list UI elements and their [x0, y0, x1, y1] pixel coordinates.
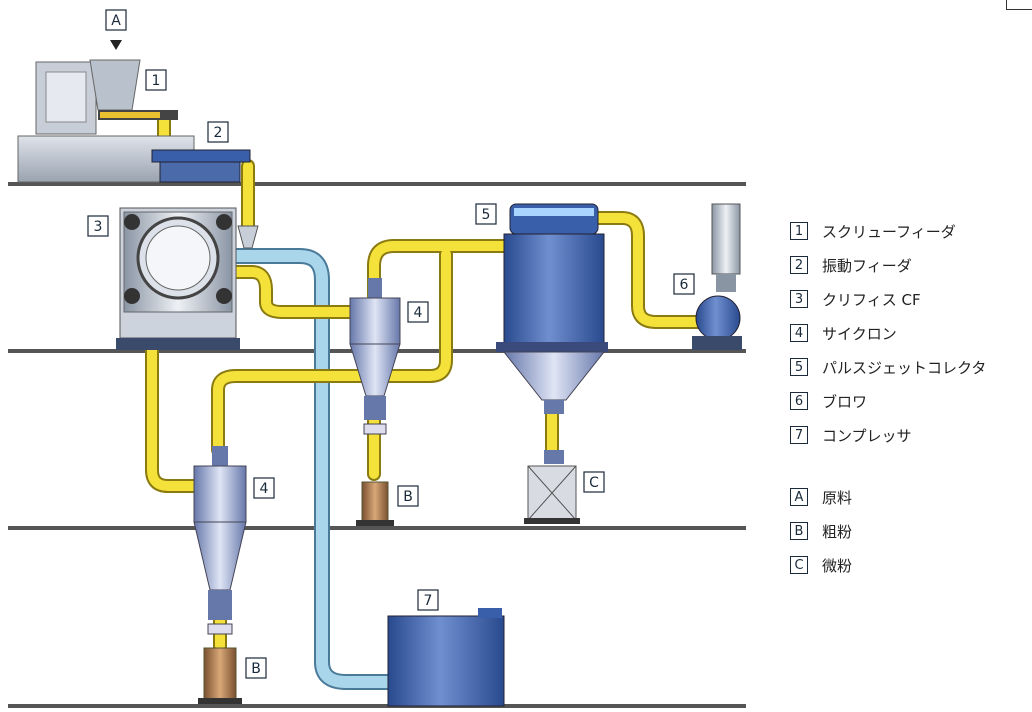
legend-label: クリフィス CF — [822, 290, 921, 309]
svg-text:4: 4 — [414, 305, 423, 321]
legend-label: パルスジェットコレクタ — [822, 358, 987, 377]
legend-key: 6 — [790, 392, 808, 410]
tag-material-in: A — [105, 9, 127, 31]
legend-label: 微粉 — [822, 556, 853, 575]
legend-key: 5 — [790, 358, 808, 376]
tag-blower: 6 — [673, 273, 695, 295]
svg-text:7: 7 — [424, 593, 433, 609]
legend-item: 4 サイクロン — [790, 316, 1032, 350]
tag-pulse-jet-collector: 5 — [475, 203, 497, 225]
orifice-cf — [116, 207, 259, 350]
tag-compressor: 7 — [417, 589, 439, 611]
svg-text:6: 6 — [680, 277, 689, 293]
legend-key: B — [790, 522, 808, 540]
legend-label: スクリューフィーダ — [822, 222, 956, 241]
legend-item: 5 パルスジェットコレクタ — [790, 350, 1032, 384]
svg-text:B: B — [251, 661, 261, 677]
legend-key: 7 — [790, 426, 808, 444]
legend-item: 6 ブロワ — [790, 384, 1032, 418]
legend-key: 2 — [790, 256, 808, 274]
corner-frame-mark — [1006, 0, 1032, 10]
legend-item: A 原料 — [790, 480, 1032, 514]
svg-text:A: A — [111, 13, 121, 29]
vibratory-feeder — [151, 149, 251, 183]
blower — [692, 203, 742, 350]
tag-coarse-upper: B — [397, 485, 419, 507]
legend-label: サイクロン — [822, 324, 897, 343]
legend-spacer — [790, 452, 1032, 480]
pulse-jet-collector — [496, 203, 608, 524]
svg-text:C: C — [589, 475, 599, 491]
legend-key: 3 — [790, 290, 808, 308]
svg-text:B: B — [403, 489, 413, 505]
cyclone-lower — [193, 446, 247, 704]
tag-cyclone-lower: 4 — [253, 477, 275, 499]
legend-item: 2 振動フィーダ — [790, 248, 1032, 282]
legend-item: C 微粉 — [790, 548, 1032, 582]
legend-label: ブロワ — [822, 392, 868, 411]
svg-text:5: 5 — [482, 207, 491, 223]
legend-key: 1 — [790, 222, 808, 240]
legend-label: 粗粉 — [822, 522, 853, 541]
tag-vibratory-feeder: 2 — [207, 121, 229, 143]
tag-cyclone-upper: 4 — [407, 301, 429, 323]
legend-item: 1 スクリューフィーダ — [790, 214, 1032, 248]
legend: 1 スクリューフィーダ 2 振動フィーダ 3 クリフィス CF 4 サイクロン 5 パルス… — [790, 214, 1032, 582]
material-air-pipes — [145, 111, 707, 653]
tag-screw-feeder: 1 — [145, 69, 167, 91]
cyclone-upper — [349, 278, 401, 526]
svg-text:3: 3 — [94, 219, 103, 235]
tag-orifice-cf: 3 — [87, 215, 109, 237]
legend-key: 4 — [790, 324, 808, 342]
legend-label: 振動フィーダ — [822, 256, 912, 275]
legend-item: 7 コンプレッサ — [790, 418, 1032, 452]
legend-item: B 粗粉 — [790, 514, 1032, 548]
compressor — [387, 608, 505, 707]
legend-label: 原料 — [822, 488, 853, 507]
svg-text:1: 1 — [152, 73, 161, 89]
svg-text:4: 4 — [260, 481, 269, 497]
legend-key: C — [790, 556, 808, 574]
legend-key: A — [790, 488, 808, 506]
compressed-air-pipe — [228, 248, 398, 690]
tag-coarse-lower: B — [245, 657, 267, 679]
svg-text:2: 2 — [214, 125, 223, 141]
tag-fine-powder: C — [583, 471, 605, 493]
legend-item: 3 クリフィス CF — [790, 282, 1032, 316]
legend-label: コンプレッサ — [822, 426, 912, 445]
